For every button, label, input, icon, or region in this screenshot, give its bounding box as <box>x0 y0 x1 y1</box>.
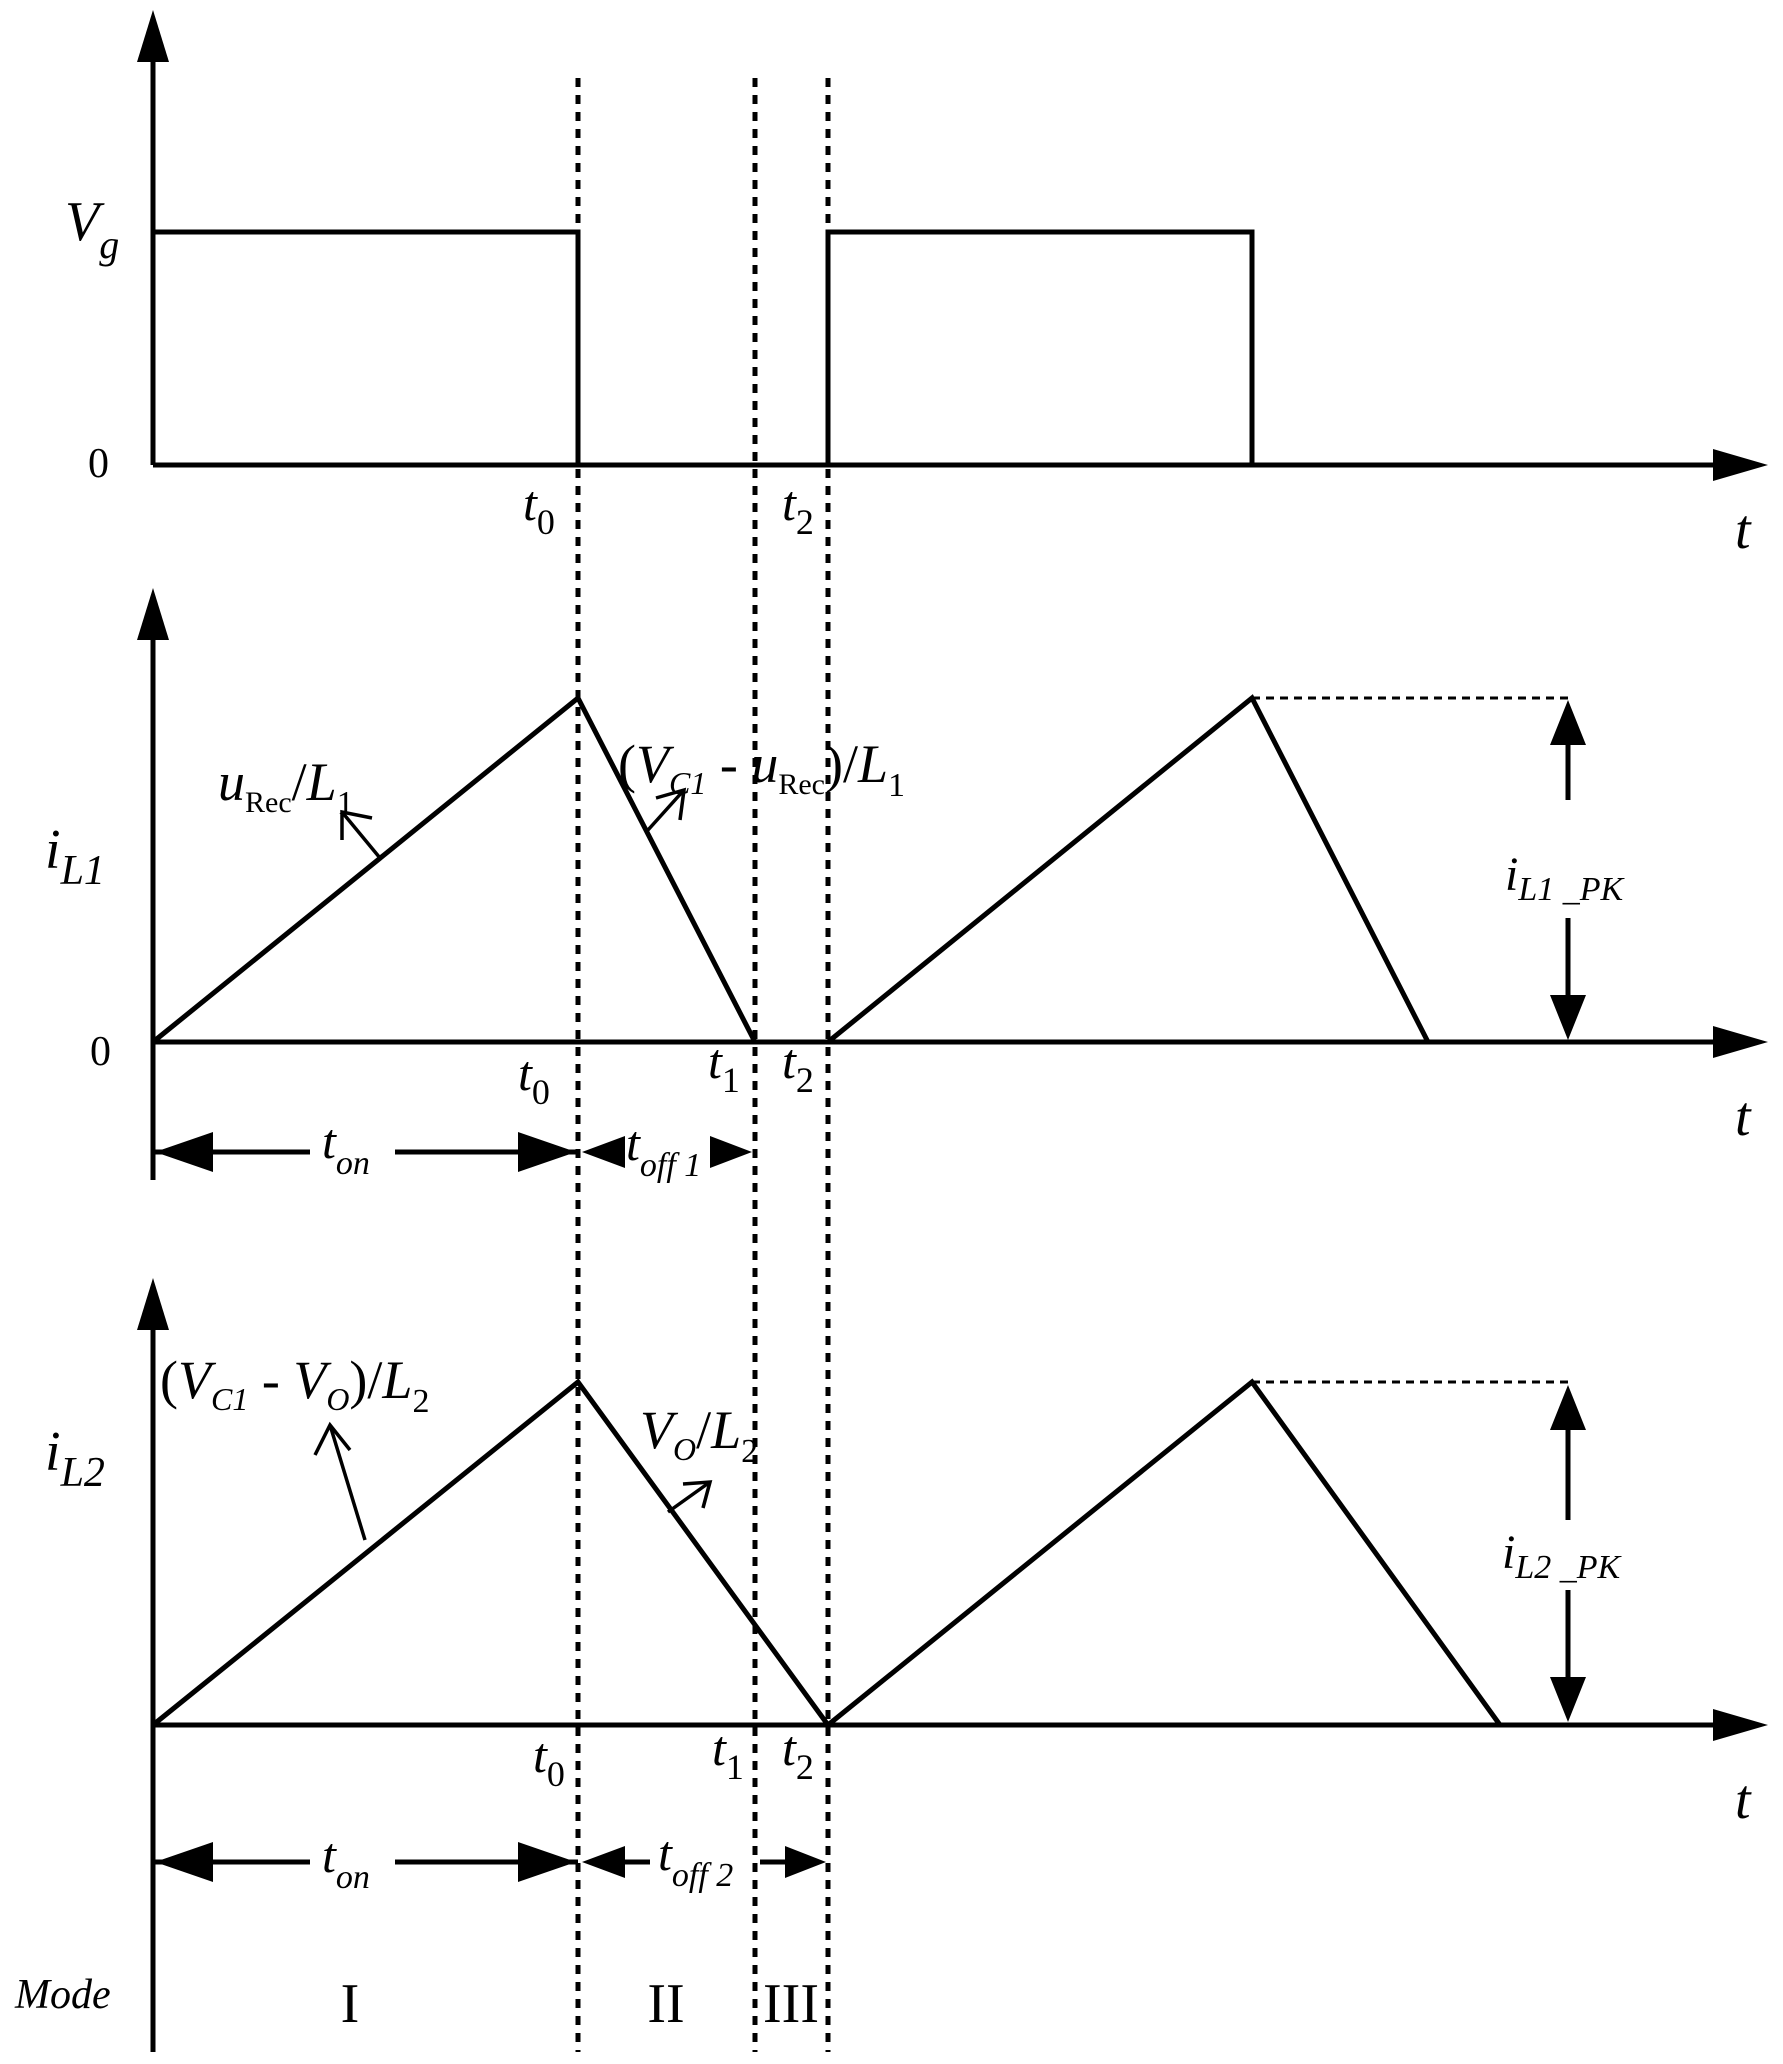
p2-tick-t0: t0 <box>518 1045 550 1112</box>
panel-il2: iL2 _PK iL2 t0 t1 t2 t (VC1 - VO)/L2 VO/… <box>45 1278 1768 2052</box>
il2-ton-arrow-left <box>155 1842 213 1882</box>
mode-I: I <box>341 1973 360 2035</box>
mode-row: Mode I II III <box>14 1972 819 2035</box>
gate-pulse-train <box>150 229 1555 468</box>
p3-tick-t0: t0 <box>533 1727 565 1794</box>
il2-toff-label: toff 2 <box>658 1825 733 1894</box>
p1-tick-t2: t2 <box>782 475 814 542</box>
mode-III: III <box>763 1973 819 2035</box>
il2-waveform <box>151 1378 1555 1729</box>
il1-peak-label: iL1 _PK <box>1505 848 1626 908</box>
p1-xlabel: t <box>1735 499 1752 561</box>
il2-fall-pointer-head <box>682 1480 713 1509</box>
il2-peak-label: iL2 _PK <box>1502 1526 1623 1586</box>
il2-fall-slope-label: VO/L2 <box>640 1400 758 1470</box>
p2-x-arrow <box>1713 1026 1768 1058</box>
p2-y-arrow <box>137 588 169 640</box>
il1-ton-label: ton <box>322 1113 370 1182</box>
p3-y-arrow <box>137 1278 169 1330</box>
il1-ton-arrow-right <box>518 1132 576 1172</box>
il2-rise-pointer-head <box>313 1421 352 1456</box>
il2-rise-slope-label: (VC1 - VO)/L2 <box>160 1350 429 1420</box>
p2-tick-t2: t2 <box>782 1033 814 1100</box>
il1-pk-arrow-down <box>1550 995 1586 1040</box>
p2-ylabel: iL1 <box>45 819 105 894</box>
il1-toff-arrow-right <box>710 1136 752 1168</box>
il1-ton-arrow-left <box>155 1132 213 1172</box>
il1-fall-slope-label: (VC1 - uRec)/L1 <box>618 734 905 804</box>
p2-tick-t1: t1 <box>708 1033 740 1100</box>
il2-ton-label: ton <box>322 1827 370 1896</box>
p3-xlabel: t <box>1735 1769 1752 1831</box>
il2-ton-arrow-right <box>518 1842 576 1882</box>
p1-x-arrow <box>1713 449 1768 481</box>
il2-rise-pointer <box>328 1424 367 1541</box>
il2-fall-pointer <box>666 1480 712 1514</box>
il1-fall-pointer <box>646 788 686 832</box>
panel-gate-voltage: Vg 0 t0 t2 t <box>65 10 1768 561</box>
il2-toff-arrow-right <box>785 1846 826 1878</box>
p2-xlabel: t <box>1735 1086 1752 1148</box>
p3-tick-t1: t1 <box>712 1720 744 1787</box>
il1-waveform <box>151 694 1555 1045</box>
panel-il1: iL1 _PK iL1 0 t0 t1 t2 t uRec/L1 (VC1 - … <box>45 588 1768 1184</box>
il1-rise-slope-label: uRec/L1 <box>218 752 354 822</box>
p1-tick-t0: t0 <box>523 475 555 542</box>
mode-II: II <box>647 1973 684 2035</box>
p1-ylabel: Vg <box>65 191 119 267</box>
il1-toff-label: toff 1 <box>626 1115 701 1184</box>
il2-pk-arrow-down <box>1550 1677 1586 1722</box>
il2-pk-arrow-up <box>1550 1385 1586 1430</box>
p3-ylabel: iL2 <box>45 1421 105 1496</box>
p3-tick-t2: t2 <box>782 1720 814 1787</box>
il1-fall-pointer-head <box>655 787 687 821</box>
p1-y-arrow <box>137 10 169 62</box>
il1-pk-arrow-up <box>1550 700 1586 745</box>
il1-rise-pointer-head <box>340 809 373 840</box>
il1-rise-pointer <box>340 810 382 860</box>
p2-zero: 0 <box>90 1029 111 1075</box>
p1-zero: 0 <box>88 441 109 487</box>
mode-label: Mode <box>14 1972 111 2018</box>
p3-x-arrow <box>1713 1709 1768 1741</box>
